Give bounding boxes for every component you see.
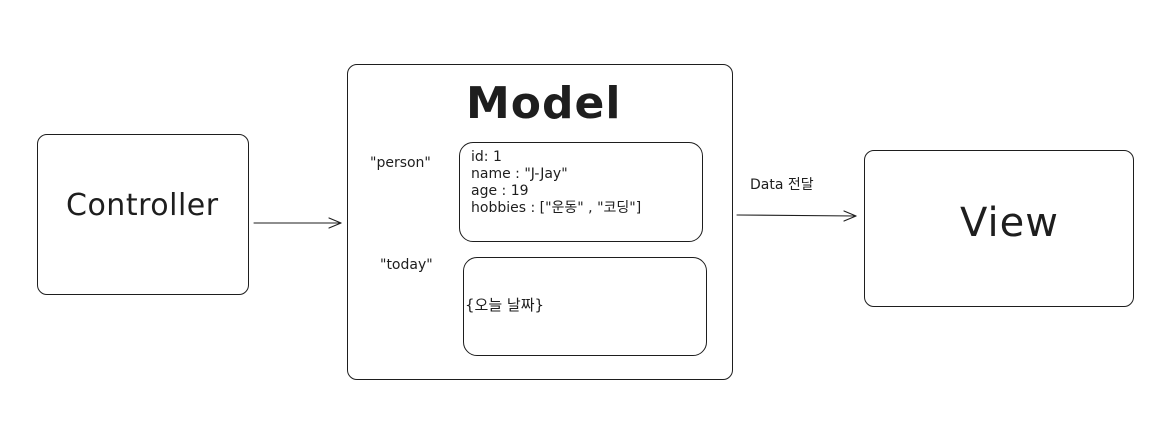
person-key-label: "person" bbox=[370, 155, 431, 171]
person-field-hobbies: hobbies : ["운동" , "코딩"] bbox=[471, 200, 642, 216]
model-label: Model bbox=[466, 78, 622, 129]
person-object-box bbox=[459, 142, 703, 242]
today-key-label: "today" bbox=[380, 257, 433, 273]
controller-box bbox=[37, 134, 249, 295]
person-field-name: name : "J-Jay" bbox=[471, 166, 568, 182]
view-box bbox=[864, 150, 1134, 307]
today-value: {오늘 날짜} bbox=[465, 296, 545, 314]
view-label: View bbox=[960, 200, 1059, 246]
arrow-controller-to-model bbox=[253, 217, 342, 229]
controller-label: Controller bbox=[66, 188, 219, 223]
arrow-model-to-view bbox=[736, 210, 857, 222]
data-transfer-label: Data 전달 bbox=[750, 177, 814, 193]
person-field-age: age : 19 bbox=[471, 183, 529, 199]
person-object-fields: id: 1 name : "J-Jay" age : 19 hobbies : … bbox=[471, 149, 641, 217]
person-field-id: id: 1 bbox=[471, 149, 502, 165]
today-object-box bbox=[463, 257, 707, 356]
